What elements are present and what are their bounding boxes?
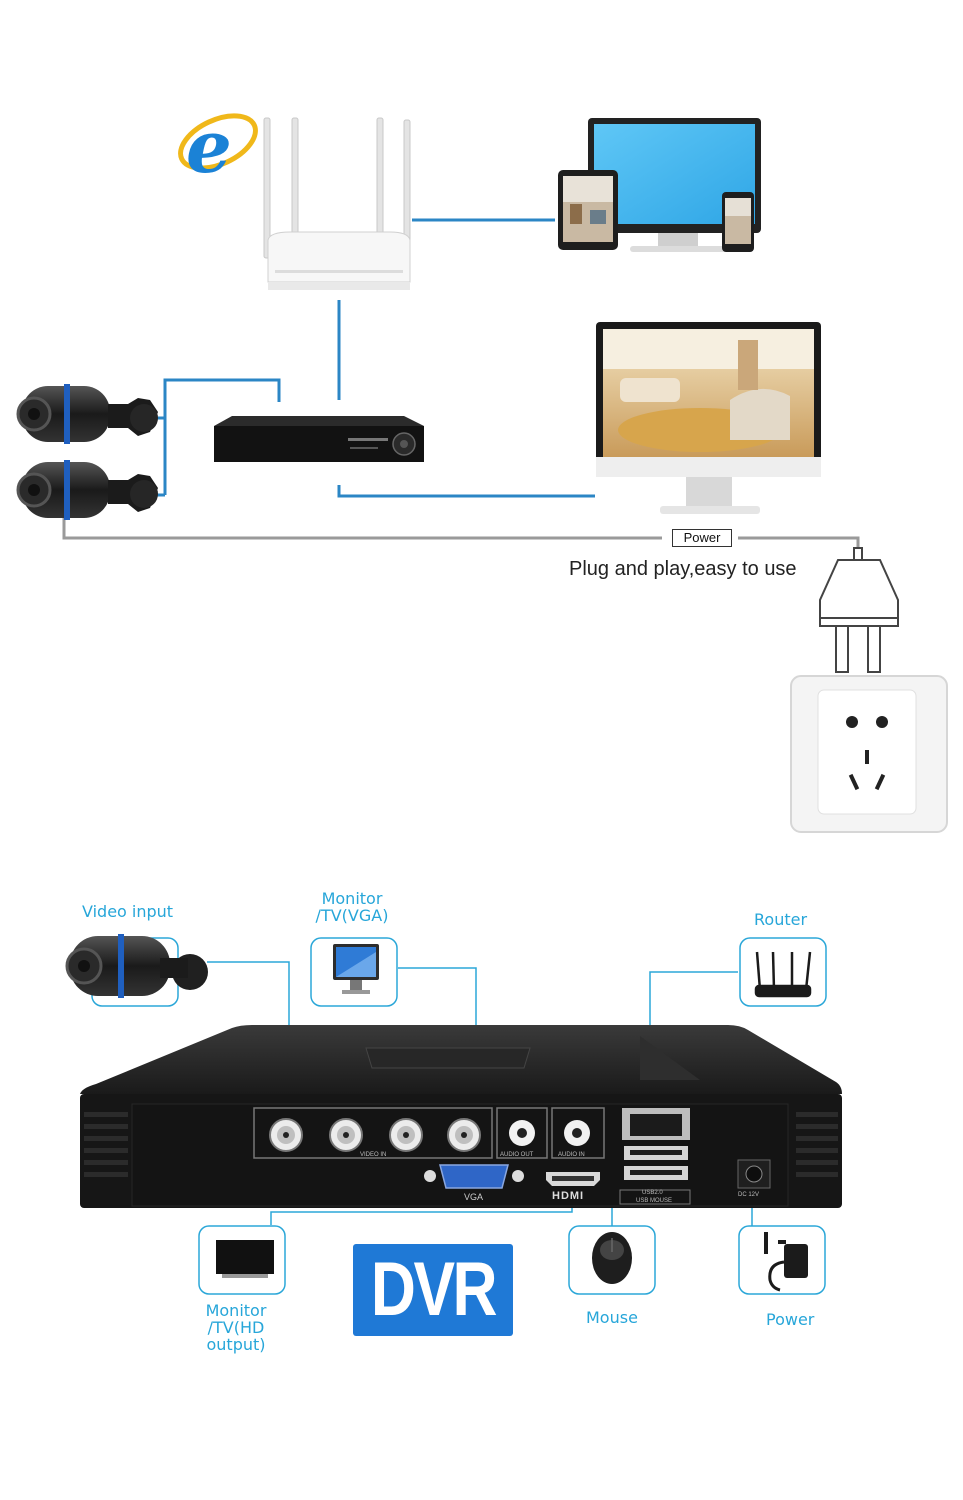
bullet-camera-icon [65,934,208,998]
monitor-hd-label: Monitor /TV(HD output) [205,1301,267,1354]
power-adapter-icon [764,1232,808,1292]
dc-power-port [737,1159,771,1189]
vga-port [424,1164,524,1189]
video-input-ports [253,1107,493,1159]
usb-port-label: USB2.0 [642,1190,663,1196]
audio-in-port-label: AUDIO IN [558,1152,585,1158]
usb-mouse-port-label: USB MOUSE [636,1198,673,1204]
power-cable [62,515,860,550]
mouse-icon [592,1232,632,1284]
video-in-port-label: VIDEO IN [360,1152,387,1158]
internet-explorer-icon: e [178,104,258,189]
hdmi-port-label: HDMI [552,1190,585,1202]
vga-port-label: VGA [464,1192,484,1202]
bullet-camera-icon [16,460,158,520]
monitor-icon [216,1240,274,1278]
lan-usb-ports [619,1108,691,1205]
router-label: Router [754,910,808,929]
dvr-badge-text: DVR [370,1247,498,1332]
power-plug-icon [819,547,899,673]
wifi-router-icon [263,117,411,290]
video-input-label: Video input [82,902,174,921]
monitor-vga-label: Monitor /TV(VGA) [315,889,389,925]
tablet-icon [558,170,618,250]
hdmi-port [546,1172,600,1186]
dc-port-label: DC 12V [738,1192,760,1198]
wifi-router-icon [754,951,812,998]
wall-socket-icon [790,675,948,833]
dvr-badge: DVR [353,1244,513,1336]
monitor-icon [333,944,379,994]
audio-out-port-label: AUDIO OUT [500,1152,534,1158]
plug-and-play-caption: Plug and play,easy to use [569,558,797,580]
monitor-icon [596,322,821,514]
bullet-camera-icon [16,384,158,444]
svg-text:e: e [186,104,232,189]
power-tag: Power [672,529,732,547]
audio-ports [496,1107,605,1159]
phone-icon [722,192,754,252]
mouse-label: Mouse [586,1308,638,1327]
dvr-recorder-icon [214,416,424,462]
power-label: Power [766,1310,815,1329]
